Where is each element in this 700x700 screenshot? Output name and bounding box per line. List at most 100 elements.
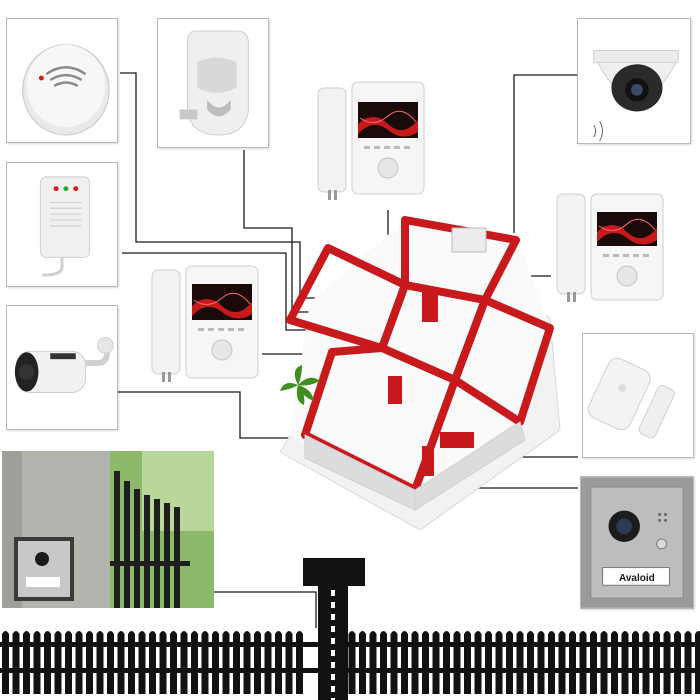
fence-picket: [75, 631, 83, 694]
fence-picket: [96, 631, 104, 694]
fence-picket: [443, 631, 450, 694]
fence-picket: [453, 631, 461, 694]
gate-icon: [2, 451, 214, 608]
fence-picket: [642, 631, 650, 694]
fence-picket: [569, 631, 576, 694]
fence-picket: [684, 631, 692, 694]
fence-picket: [600, 631, 608, 694]
fence-picket: [527, 631, 534, 694]
gate-post-dash: [331, 626, 335, 632]
house-floor-plan: [290, 220, 550, 500]
fence-picket: [159, 631, 167, 694]
fence-picket: [474, 631, 482, 694]
fence-picket: [632, 631, 639, 694]
video-door-panel-icon: [581, 477, 693, 608]
fence-picket: [653, 631, 660, 694]
gate-post-dash: [331, 674, 335, 680]
fence-picket: [2, 631, 9, 694]
wire-gas-detector: [122, 252, 322, 331]
room-bottom: [301, 344, 459, 494]
dome-camera-icon: [593, 50, 679, 142]
door-sensor-icon: [587, 357, 675, 439]
fence-picket: [485, 631, 492, 694]
fence-picket: [296, 631, 303, 694]
fence-picket: [212, 631, 219, 694]
fence-picket: [23, 631, 30, 694]
intercom-monitor-icon: [151, 265, 259, 382]
fence-picket: [233, 631, 240, 694]
house-plan-icon: [279, 216, 561, 530]
fence-picket: [590, 631, 597, 694]
door-icon: [422, 446, 434, 476]
fence-picket: [149, 631, 156, 694]
fence-picket: [558, 631, 566, 694]
fence-picket: [44, 631, 51, 694]
fence-picket: [107, 631, 114, 694]
fence-picket: [222, 631, 230, 694]
fence-picket: [128, 631, 135, 694]
door-icon: [388, 376, 402, 404]
fence-picket: [254, 631, 261, 694]
right-intercom-monitor-panel: [553, 192, 667, 308]
wire-motion-sensor: [243, 150, 328, 313]
fence-picket: [201, 631, 209, 694]
fence-picket: [548, 631, 555, 694]
fence-picket: [359, 631, 366, 694]
fence-picket: [264, 631, 272, 694]
intercom-monitor-icon: [556, 193, 664, 302]
fence-picket: [611, 631, 618, 694]
fence-picket: [401, 631, 408, 694]
fence-picket: [579, 631, 587, 694]
fence-picket: [380, 631, 387, 694]
fence-picket: [117, 631, 125, 694]
bullet-camera-icon: [14, 337, 114, 394]
fence-picket: [390, 631, 398, 694]
gate-post-dash: [331, 650, 335, 656]
gate-post-dash: [331, 638, 335, 644]
fence-picket: [695, 631, 700, 694]
fence-picket: [411, 631, 419, 694]
plant-icon: [280, 365, 320, 405]
fence-picket: [432, 631, 440, 694]
motion-sensor-icon: [179, 30, 249, 136]
fence-picket: [495, 631, 503, 694]
fence-picket: [170, 631, 177, 694]
fence-picket: [621, 631, 629, 694]
left-intercom-monitor-panel: [148, 264, 262, 388]
fence-picket: [12, 631, 20, 694]
gate-post-dash: [331, 686, 335, 692]
fence-picket: [275, 631, 282, 694]
fence-picket: [348, 631, 356, 694]
fence-picket: [663, 631, 671, 694]
smoke-detector-panel: [6, 18, 118, 143]
fence-picket: [243, 631, 251, 694]
gate-post-dash: [331, 590, 335, 596]
fence-picket: [464, 631, 471, 694]
fence-picket: [537, 631, 545, 694]
intercom-monitor-icon: [317, 81, 425, 200]
fence-picket: [369, 631, 377, 694]
fence-picket: [516, 631, 524, 694]
fence-picket: [674, 631, 681, 694]
fence-picket: [191, 631, 198, 694]
fence-picket: [33, 631, 41, 694]
door-icon: [440, 432, 474, 448]
fence-picket: [506, 631, 513, 694]
door-sensor-panel: [582, 333, 694, 458]
window-icon: [451, 227, 487, 253]
fence-icon: [0, 558, 700, 700]
avaloid-brand-label: Avaloid: [619, 573, 655, 584]
wire-bullet-camera: [118, 391, 322, 439]
gas-detector-panel: [6, 162, 118, 287]
motion-sensor-panel: [157, 18, 269, 148]
fence-picket: [86, 631, 93, 694]
door-icon: [422, 292, 438, 322]
fence-picket: [138, 631, 146, 694]
dome-camera-panel: [577, 18, 691, 144]
gate-photo-panel: [2, 451, 214, 608]
bullet-camera-panel: [6, 305, 118, 430]
top-intercom-monitor-panel: [312, 80, 426, 206]
house-wall-side: [414, 421, 526, 511]
fence-picket: [54, 631, 62, 694]
fence-picket: [180, 631, 188, 694]
